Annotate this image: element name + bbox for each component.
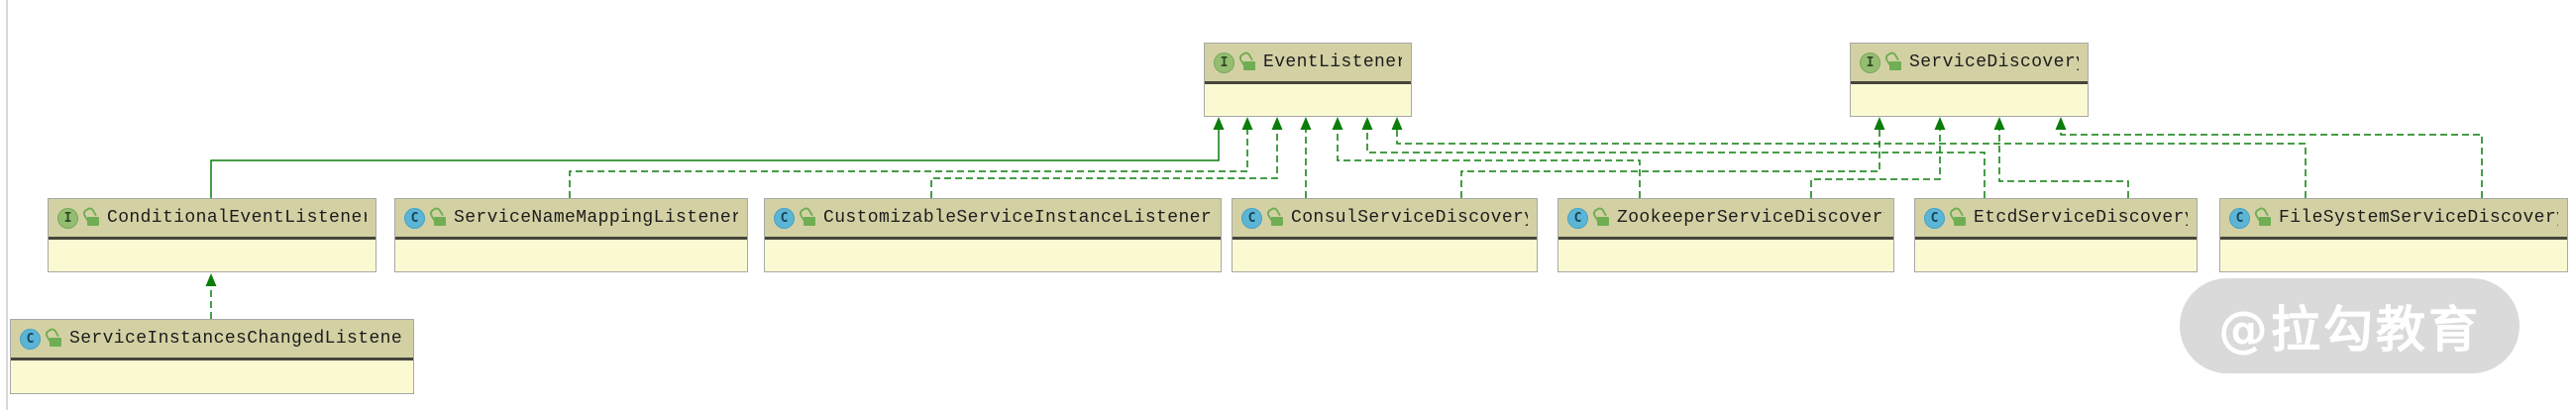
class-box-service-name-mapping-listener[interactable]: C ServiceNameMappingListener xyxy=(394,198,748,272)
public-lock-icon xyxy=(798,205,816,226)
public-lock-icon xyxy=(81,205,100,226)
arrowhead-consul_service_discovery-to-service_discovery xyxy=(1874,117,1885,130)
class-icon: C xyxy=(2229,207,2250,229)
class-name: ServiceDiscovery xyxy=(1909,52,2079,72)
class-box-header: C ServiceInstancesChangedListener xyxy=(11,320,413,360)
class-box-body xyxy=(1558,240,1893,270)
class-box-body xyxy=(765,240,1221,270)
public-lock-icon xyxy=(428,205,447,226)
edge-service_name_mapping_listener-to-event_listener xyxy=(569,129,1248,198)
class-box-file-system-service-discovery[interactable]: C FileSystemServiceDiscovery xyxy=(2219,198,2568,272)
edge-conditional_event_listener-to-event_listener xyxy=(210,129,1220,198)
edge-consul_service_discovery-to-service_discovery xyxy=(1460,129,1880,198)
class-name: ServiceInstancesChangedListener xyxy=(69,329,404,349)
class-box-header: C ConsulServiceDiscovery xyxy=(1233,199,1537,240)
arrowhead-file_system_service_discovery-to-service_discovery xyxy=(2055,117,2067,130)
class-icon: C xyxy=(774,207,795,229)
class-name: ZookeeperServiceDiscovery xyxy=(1617,208,1884,228)
class-name: ConditionalEventListener xyxy=(107,208,367,228)
class-name: ConsulServiceDiscovery xyxy=(1291,208,1528,228)
class-box-body xyxy=(395,240,747,270)
public-lock-icon xyxy=(1265,205,1284,226)
class-box-header: C EtcdServiceDiscovery xyxy=(1915,199,2197,240)
class-box-customizable-service-instance-listener[interactable]: C CustomizableServiceInstanceListener xyxy=(764,198,1222,272)
public-lock-icon xyxy=(1237,50,1256,70)
arrowhead-conditional_event_listener-to-event_listener xyxy=(1213,117,1225,130)
public-lock-icon xyxy=(1591,205,1610,226)
public-lock-icon xyxy=(2253,205,2272,226)
edge-etcd_service_discovery-to-service_discovery xyxy=(1998,129,2129,198)
class-icon: C xyxy=(1241,207,1262,229)
class-icon: C xyxy=(1924,207,1945,229)
class-box-zookeeper-service-discovery[interactable]: C ZookeeperServiceDiscovery xyxy=(1557,198,1894,272)
class-box-body xyxy=(1205,84,1411,115)
class-box-body xyxy=(49,240,376,270)
class-box-etcd-service-discovery[interactable]: C EtcdServiceDiscovery xyxy=(1914,198,2198,272)
arrowhead-service_instances_changed_listener-to-conditional_event_listener xyxy=(205,273,217,286)
arrowhead-consul_service_discovery-to-event_listener xyxy=(1300,117,1312,130)
arrowhead-file_system_service_discovery-to-event_listener xyxy=(1391,117,1403,130)
class-box-header: C ZookeeperServiceDiscovery xyxy=(1558,199,1893,240)
class-name: FileSystemServiceDiscovery xyxy=(2279,208,2558,228)
class-icon: C xyxy=(1567,207,1588,229)
arrowhead-customizable_service_instance_listener-to-event_listener xyxy=(1271,117,1283,130)
arrowhead-zookeeper_service_discovery-to-service_discovery xyxy=(1934,117,1946,130)
edge-customizable_service_instance_listener-to-event_listener xyxy=(930,129,1278,198)
watermark-badge: @拉勾教育 xyxy=(2180,278,2520,373)
public-lock-icon xyxy=(1948,205,1967,226)
class-name: CustomizableServiceInstanceListener xyxy=(823,208,1212,228)
class-box-conditional-event-listener[interactable]: I ConditionalEventListener xyxy=(48,198,376,272)
arrowhead-etcd_service_discovery-to-service_discovery xyxy=(1993,117,2005,130)
interface-icon: I xyxy=(1214,51,1234,73)
canvas-left-edge xyxy=(6,0,8,410)
class-name: EtcdServiceDiscovery xyxy=(1974,208,2188,228)
edge-zookeeper_service_discovery-to-service_discovery xyxy=(1810,129,1941,198)
class-box-header: C CustomizableServiceInstanceListener xyxy=(765,199,1221,240)
class-box-body xyxy=(1915,240,2197,270)
edge-etcd_service_discovery-to-event_listener xyxy=(1366,129,1986,198)
class-box-body xyxy=(2220,240,2567,270)
class-box-header: I ConditionalEventListener xyxy=(49,199,376,240)
arrowhead-zookeeper_service_discovery-to-event_listener xyxy=(1332,117,1343,130)
class-name: EventListener xyxy=(1263,52,1402,72)
edge-zookeeper_service_discovery-to-event_listener xyxy=(1337,129,1641,198)
class-box-service-discovery[interactable]: I ServiceDiscovery xyxy=(1850,43,2089,117)
class-box-header: I ServiceDiscovery xyxy=(1851,44,2088,84)
class-box-header: I EventListener xyxy=(1205,44,1411,84)
class-box-header: C FileSystemServiceDiscovery xyxy=(2220,199,2567,240)
class-box-body xyxy=(1851,84,2088,115)
edge-file_system_service_discovery-to-event_listener xyxy=(1396,129,2307,198)
class-box-service-instances-changed-listener[interactable]: C ServiceInstancesChangedListener xyxy=(10,319,414,394)
class-icon: C xyxy=(20,328,41,350)
class-box-event-listener[interactable]: I EventListener xyxy=(1204,43,1412,117)
arrowhead-service_name_mapping_listener-to-event_listener xyxy=(1241,117,1253,130)
class-box-body xyxy=(11,360,413,391)
watermark-text: @拉勾教育 xyxy=(2218,301,2481,359)
interface-icon: I xyxy=(1860,51,1880,73)
public-lock-icon xyxy=(44,326,62,347)
class-box-consul-service-discovery[interactable]: C ConsulServiceDiscovery xyxy=(1232,198,1538,272)
public-lock-icon xyxy=(1883,50,1902,70)
class-name: ServiceNameMappingListener xyxy=(454,208,738,228)
class-box-body xyxy=(1233,240,1537,270)
arrowhead-etcd_service_discovery-to-event_listener xyxy=(1361,117,1373,130)
interface-icon: I xyxy=(57,207,78,229)
class-icon: C xyxy=(404,207,425,229)
class-box-header: C ServiceNameMappingListener xyxy=(395,199,747,240)
edge-file_system_service_discovery-to-service_discovery xyxy=(2060,129,2483,198)
